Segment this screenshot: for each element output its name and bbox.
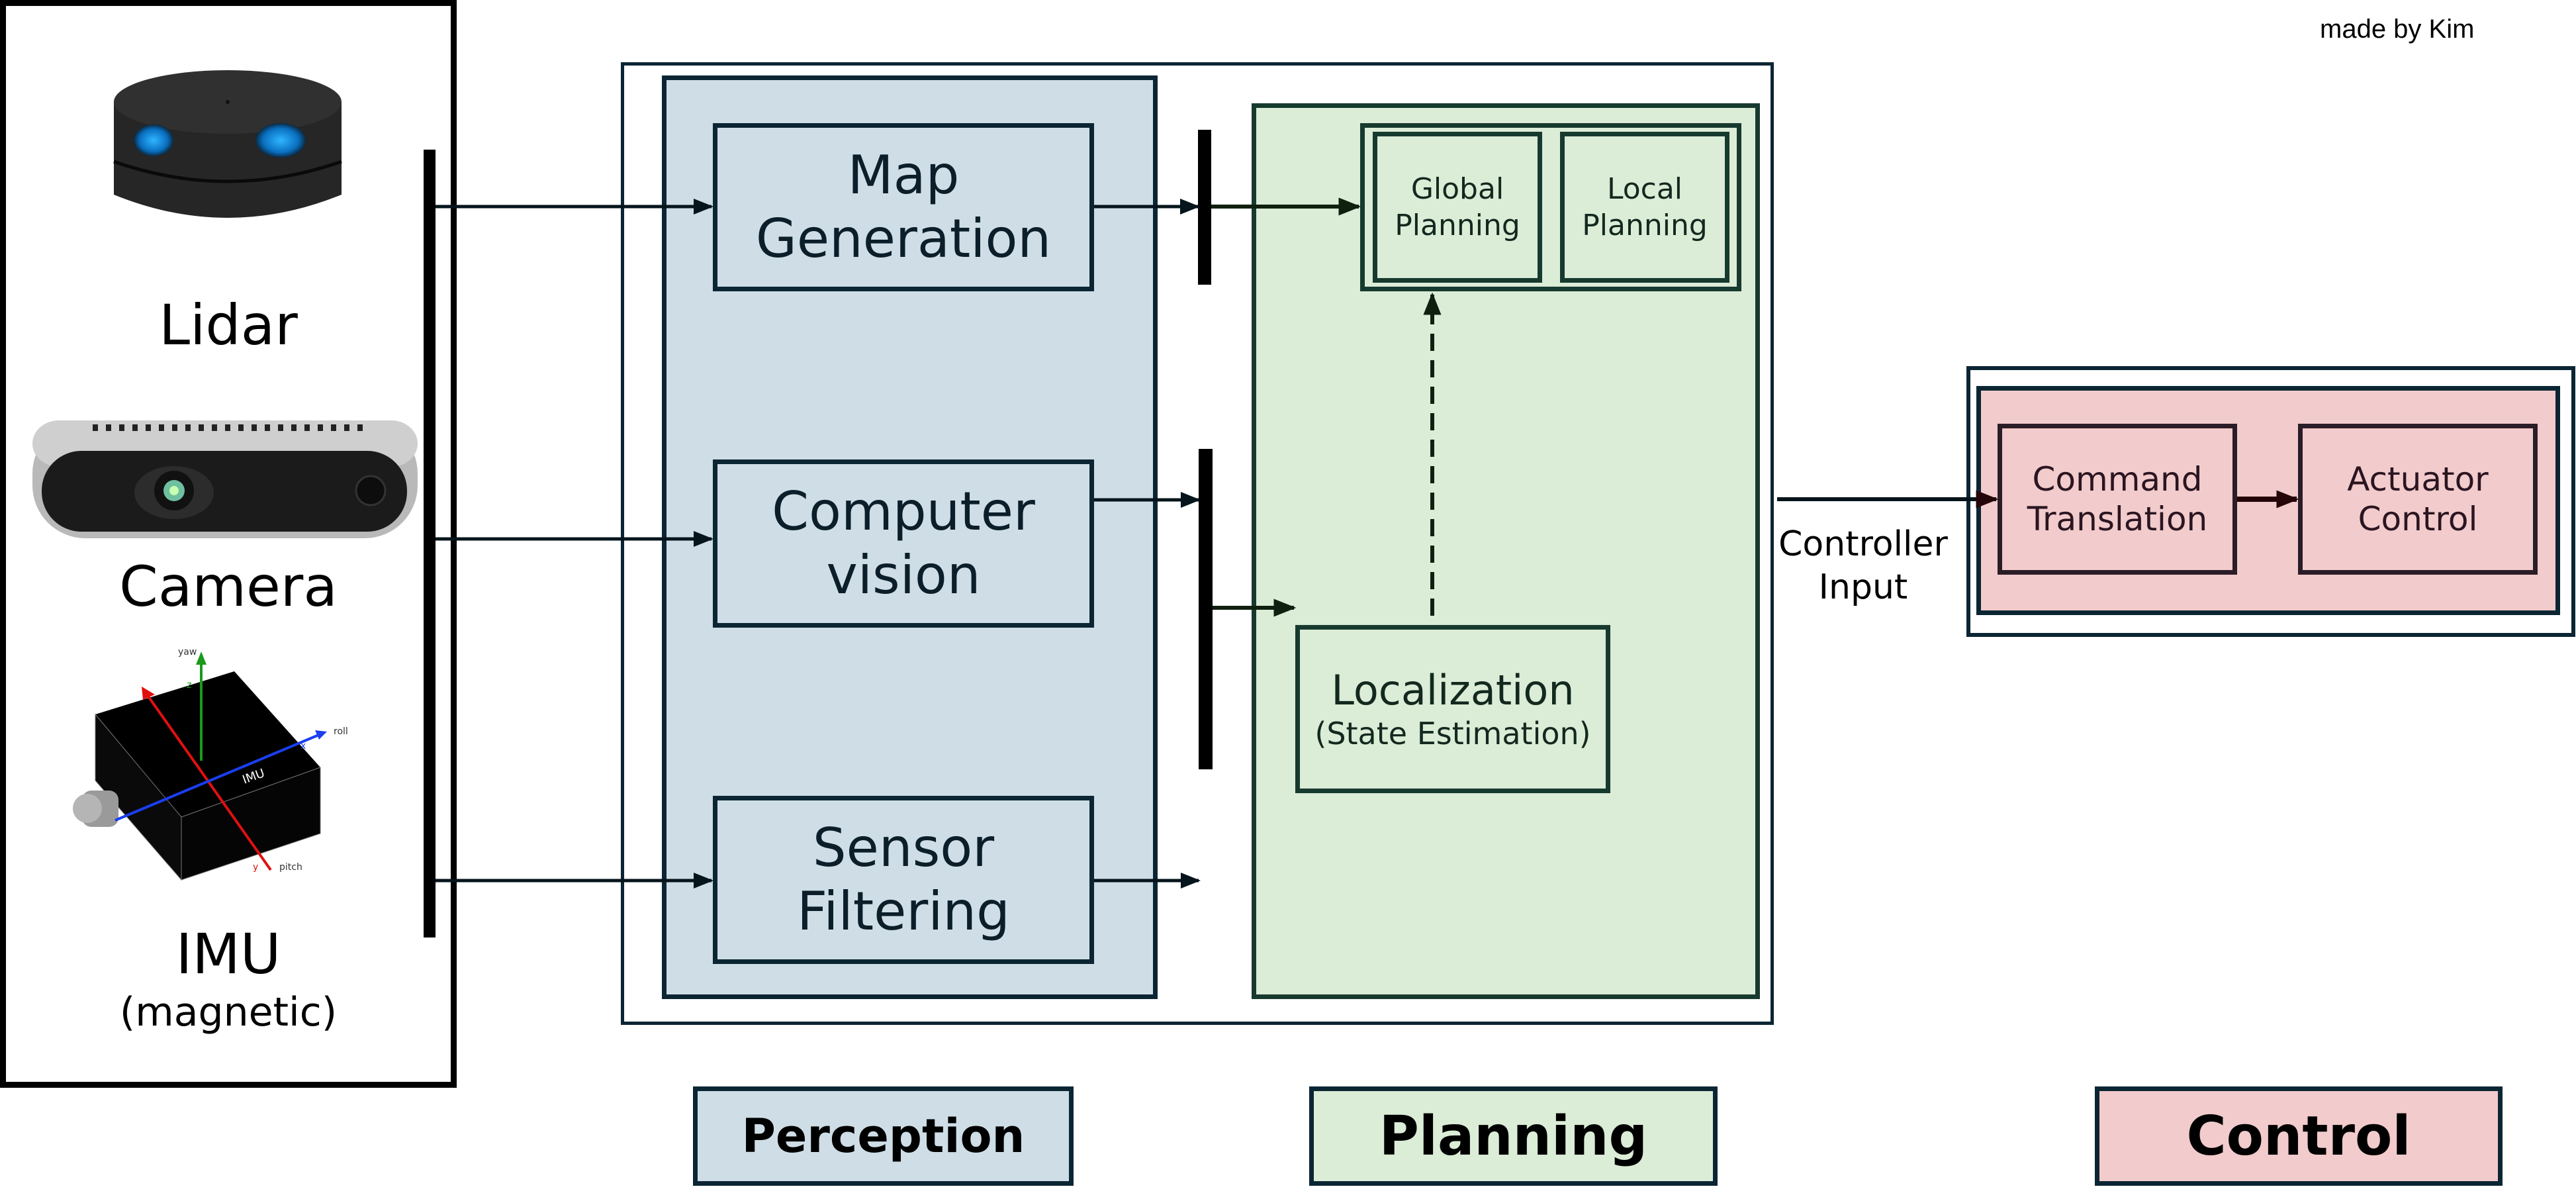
localization-line1: Localization — [1331, 666, 1575, 715]
sensor-label-imu: IMU — [175, 922, 281, 986]
computer-vision-box[interactable]: Computer vision — [713, 459, 1094, 628]
legend-control: Control — [2095, 1086, 2503, 1186]
imu-axis-y: y — [253, 862, 258, 873]
perception-panel — [662, 75, 1158, 999]
computer-vision-line1: Computer — [772, 481, 1035, 542]
map-bus-bar — [1198, 130, 1211, 285]
legend-control-label: Control — [2186, 1104, 2411, 1168]
legend-perception-label: Perception — [741, 1109, 1025, 1163]
legend-planning: Planning — [1309, 1086, 1718, 1186]
map-generation-box[interactable]: Map Generation — [713, 123, 1094, 291]
sensor-filtering-box[interactable]: Sensor Filtering — [713, 796, 1094, 964]
global-planning-line2: Planning — [1395, 209, 1520, 242]
localization-box[interactable]: Localization (State Estimation) — [1295, 625, 1610, 793]
command-translation-line1: Command — [2032, 460, 2203, 499]
imu-axis-x: x — [300, 741, 306, 751]
sensor-bus-bar — [424, 150, 436, 937]
imu-axis-pitch: pitch — [279, 862, 302, 873]
local-planning-line2: Planning — [1582, 209, 1708, 242]
map-generation-line1: Map — [847, 144, 960, 206]
command-translation-line2: Translation — [2027, 500, 2208, 538]
control-frame — [1966, 366, 2575, 637]
sensor-panel: Lidar Camera yaw z — [0, 0, 457, 1088]
legend-perception: Perception — [693, 1086, 1074, 1186]
localization-line2: (State Estimation) — [1314, 715, 1591, 751]
planner-group — [1360, 123, 1741, 291]
perception-planning-frame — [621, 62, 1774, 1025]
computer-vision-line2: vision — [826, 544, 981, 606]
global-planning-line1: Global — [1410, 172, 1504, 206]
actuator-control-line1: Actuator — [2347, 460, 2489, 499]
credit-text: made by Kim — [2320, 15, 2475, 44]
sensor-filtering-line1: Sensor — [812, 817, 995, 879]
planning-panel — [1252, 103, 1760, 999]
actuator-control-box[interactable]: Actuator Control — [2298, 424, 2538, 575]
actuator-control-line2: Control — [2358, 500, 2478, 538]
controller-input-label: Controller Input — [1777, 523, 1949, 609]
fusion-bus-bar — [1199, 449, 1213, 769]
sensor-label-camera: Camera — [119, 554, 338, 619]
imu-icon: yaw z roll x y pitch IMU — [73, 647, 348, 881]
lidar-icon — [113, 70, 342, 218]
local-planning-line1: Local — [1606, 172, 1683, 206]
sensor-filtering-line2: Filtering — [797, 881, 1010, 942]
global-planning-box[interactable]: Global Planning — [1373, 132, 1542, 283]
legend-planning-label: Planning — [1379, 1104, 1648, 1168]
imu-axis-z: z — [187, 680, 191, 691]
map-generation-line2: Generation — [755, 208, 1052, 269]
command-translation-box[interactable]: Command Translation — [1998, 424, 2237, 575]
sensor-label-lidar: Lidar — [159, 293, 298, 358]
imu-axis-roll: roll — [334, 726, 348, 737]
controller-input-line1: Controller — [1778, 524, 1948, 564]
local-planning-box[interactable]: Local Planning — [1560, 132, 1729, 283]
controller-input-line2: Input — [1818, 567, 1908, 607]
sensor-label-imu-sub: (magnetic) — [119, 989, 338, 1035]
imu-axis-yaw: yaw — [178, 647, 197, 657]
camera-icon — [32, 420, 418, 538]
